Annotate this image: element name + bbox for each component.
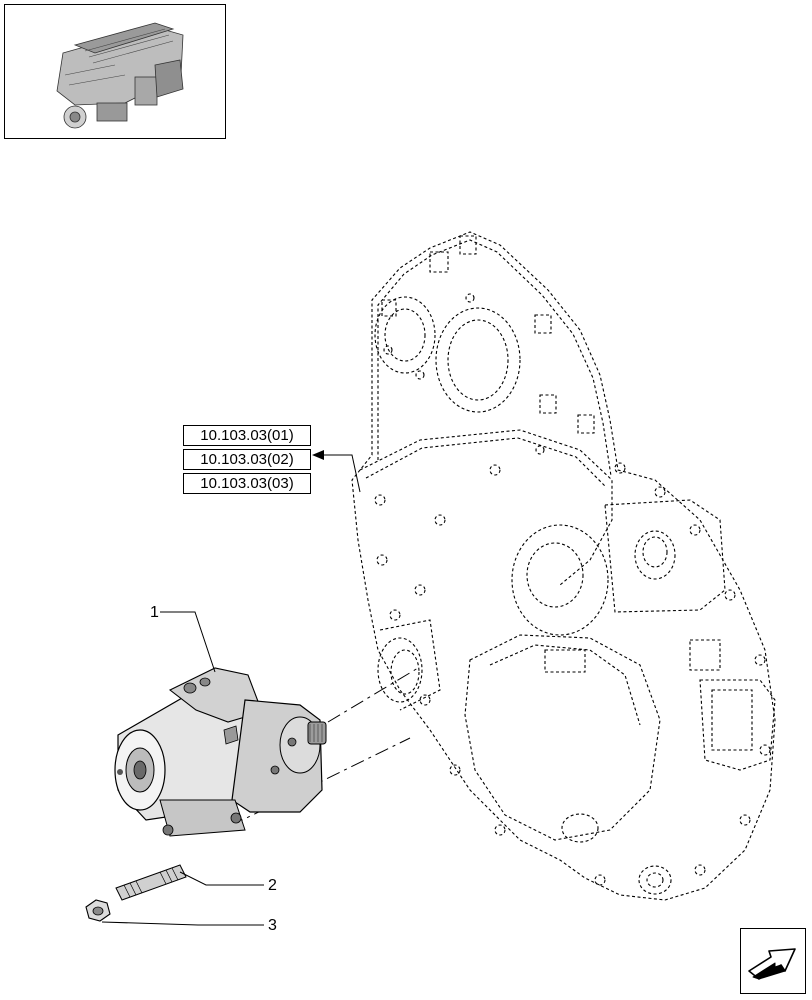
reference-box-03[interactable]: 10.103.03(03) [183, 473, 311, 494]
leader-lines [101, 454, 361, 926]
callout-1: 1 [150, 604, 159, 621]
engine-thumbnail-icon [56, 22, 184, 129]
callout-2: 2 [268, 877, 277, 894]
reference-box-02[interactable]: 10.103.03(02) [183, 449, 311, 470]
nut[interactable] [85, 899, 111, 922]
reference-box-01[interactable]: 10.103.03(01) [183, 425, 311, 446]
callout-3: 3 [268, 917, 277, 934]
engine-thumbnail [4, 4, 226, 139]
reference-arrowhead [312, 450, 324, 460]
stud[interactable] [115, 864, 187, 901]
starter-motor[interactable] [114, 667, 327, 837]
return-arrow-icon [748, 948, 796, 980]
return-button[interactable] [740, 928, 806, 994]
gear-housing [351, 231, 776, 901]
